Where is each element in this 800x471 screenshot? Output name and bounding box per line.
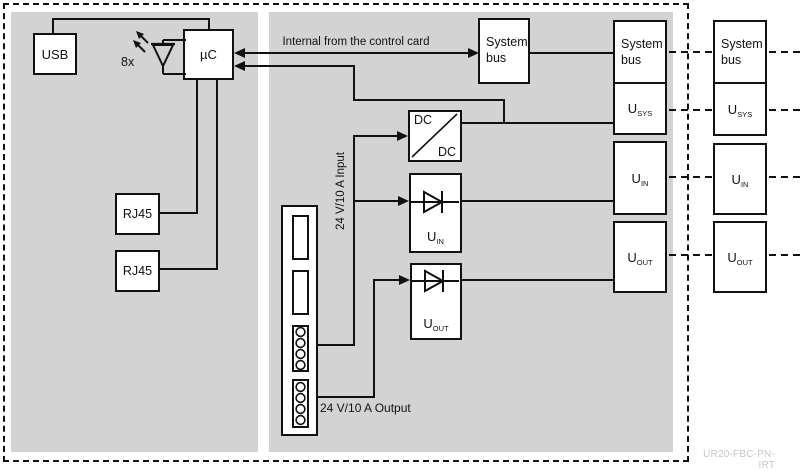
system-bus-line2: bus: [486, 51, 507, 65]
wire-usb-up: [52, 18, 54, 34]
arrowhead-into-uin: [398, 196, 409, 206]
output-terminal-pins-icon: [295, 381, 306, 426]
module-dashed-border: [3, 3, 689, 462]
led-count-label: 8x: [121, 55, 135, 69]
wire-uc-rj45a-v: [196, 80, 198, 214]
rj45-bottom-label: RJ45: [122, 264, 153, 278]
wire-input-dcdc: [353, 135, 399, 137]
dcdc-diagonal-icon: [411, 113, 458, 158]
dashed-link-uout: [669, 254, 713, 256]
wire-uc-power-v1: [353, 65, 355, 101]
uin-diode-box: UIN: [409, 173, 462, 253]
dashed-link-usys: [669, 109, 713, 111]
uout-diode-box: UOUT: [410, 263, 462, 340]
wire-input-uin: [353, 200, 399, 202]
wire-usb-top: [52, 18, 210, 20]
dashed-link-systembus-out: [769, 51, 800, 53]
uin-label: UIN: [427, 229, 444, 246]
arrowhead-into-uout: [399, 275, 410, 285]
dcdc-bottom-label: DC: [437, 145, 456, 159]
dcdc-converter-box: DC DC: [408, 110, 462, 162]
rj45-bottom-box: RJ45: [115, 250, 160, 292]
uout-label: UOUT: [423, 316, 449, 333]
bus-inner-systembus-box: System bus: [613, 20, 667, 85]
dcdc-top-label: DC: [414, 113, 433, 127]
output-supply-label: 24 V/10 A Output: [320, 401, 411, 415]
bus-next-systembus-box: System bus: [713, 20, 767, 85]
connector-output-terminals: [292, 379, 309, 428]
wire-uc-power-h1: [242, 65, 355, 67]
wire-output-riser: [373, 279, 375, 398]
terminal-connector-block: [281, 205, 318, 436]
wire-internal-bus: [242, 52, 470, 54]
wire-uc-rj45b-h: [160, 268, 218, 270]
wire-uc-power-h2: [353, 99, 505, 101]
wire-output-uout: [373, 279, 402, 281]
uc-label: µC: [200, 47, 217, 62]
product-watermark: UR20-FBC-PN-IRT: [703, 449, 775, 471]
wire-usb-down-uc: [208, 18, 210, 30]
bus-next-uout-box: UOUT: [713, 221, 767, 293]
wire-uc-power-v2: [503, 99, 505, 124]
rj45-top-box: RJ45: [115, 193, 160, 235]
diode-icon: [412, 269, 459, 293]
bus-next-uin-box: UIN: [713, 143, 767, 215]
diode-icon: [411, 190, 459, 214]
usb-box: USB: [33, 33, 77, 75]
dashed-link-uout-out: [769, 254, 800, 256]
bus-inner-uout-box: UOUT: [613, 221, 667, 293]
wire-input-riser: [353, 135, 355, 346]
uc-box: µC: [183, 29, 234, 80]
coupler-power-panel: [269, 12, 673, 452]
connector-slot-2: [292, 270, 309, 315]
wire-uout-column: [462, 279, 613, 281]
input-terminal-pins-icon: [295, 327, 306, 370]
wire-input-conn-h: [318, 344, 355, 346]
connector-slot-1: [292, 215, 309, 260]
wire-uc-rj45a-h: [160, 212, 198, 214]
system-bus-box: System bus: [478, 18, 530, 84]
internal-bus-label: Internal from the control card: [282, 36, 430, 48]
arrowhead-into-uc-power: [234, 61, 245, 71]
wire-uin-column: [462, 200, 613, 202]
arrowhead-into-uc-bus: [234, 48, 245, 58]
bus-inner-usys-box: USYS: [613, 82, 667, 135]
connector-input-terminals: [292, 325, 309, 372]
usb-label: USB: [41, 46, 69, 62]
dashed-link-usys-out: [769, 109, 800, 111]
dashed-link-uin: [669, 176, 713, 178]
dashed-link-uin-out: [769, 176, 800, 178]
arrowhead-into-dcdc: [397, 131, 408, 141]
bus-next-usys-box: USYS: [713, 82, 767, 136]
rj45-top-label: RJ45: [122, 207, 153, 221]
input-supply-label: 24 V/10 A Input: [335, 152, 347, 231]
wire-systembus-column: [530, 52, 613, 54]
led-icon: [133, 31, 186, 75]
wire-dcdc-usys: [462, 122, 613, 124]
dashed-link-systembus: [669, 51, 713, 53]
wire-uc-rj45b-v: [216, 80, 218, 270]
system-bus-line1: System: [486, 35, 528, 50]
bus-inner-uin-box: UIN: [613, 141, 667, 215]
wire-output-conn-h: [318, 396, 375, 398]
arrowhead-into-systembus: [468, 48, 479, 58]
